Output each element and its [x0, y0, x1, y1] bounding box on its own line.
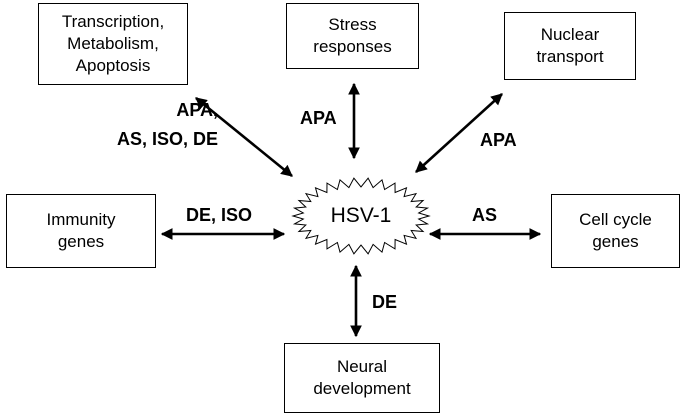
node-stress-responses: Stress responses	[286, 3, 419, 69]
node-neural-development: Neural development	[284, 343, 440, 413]
edge-label-cellcycle: AS	[472, 205, 498, 225]
node-nuclear-transport: Nuclear transport	[504, 12, 636, 80]
node-transcription-metabolism-apoptosis: Transcription, Metabolism, Apoptosis	[38, 3, 188, 85]
arrow-nuclear	[415, 93, 503, 173]
arrow-transcription	[195, 96, 293, 178]
node-immunity-genes: Immunity genes	[6, 194, 156, 268]
edge-label-immunity: DE, ISO	[186, 205, 253, 225]
edge-label-nuclear: APA	[480, 130, 517, 150]
edge-label-neural: DE	[372, 292, 398, 312]
edge-label-transcription: APA, AS, ISO, DE	[116, 100, 218, 149]
node-cell-cycle-genes: Cell cycle genes	[551, 194, 680, 268]
hsv1-burst-shape	[291, 177, 431, 255]
center-hsv1-label: HSV-1	[330, 204, 392, 227]
edge-label-stress: APA	[300, 108, 337, 128]
